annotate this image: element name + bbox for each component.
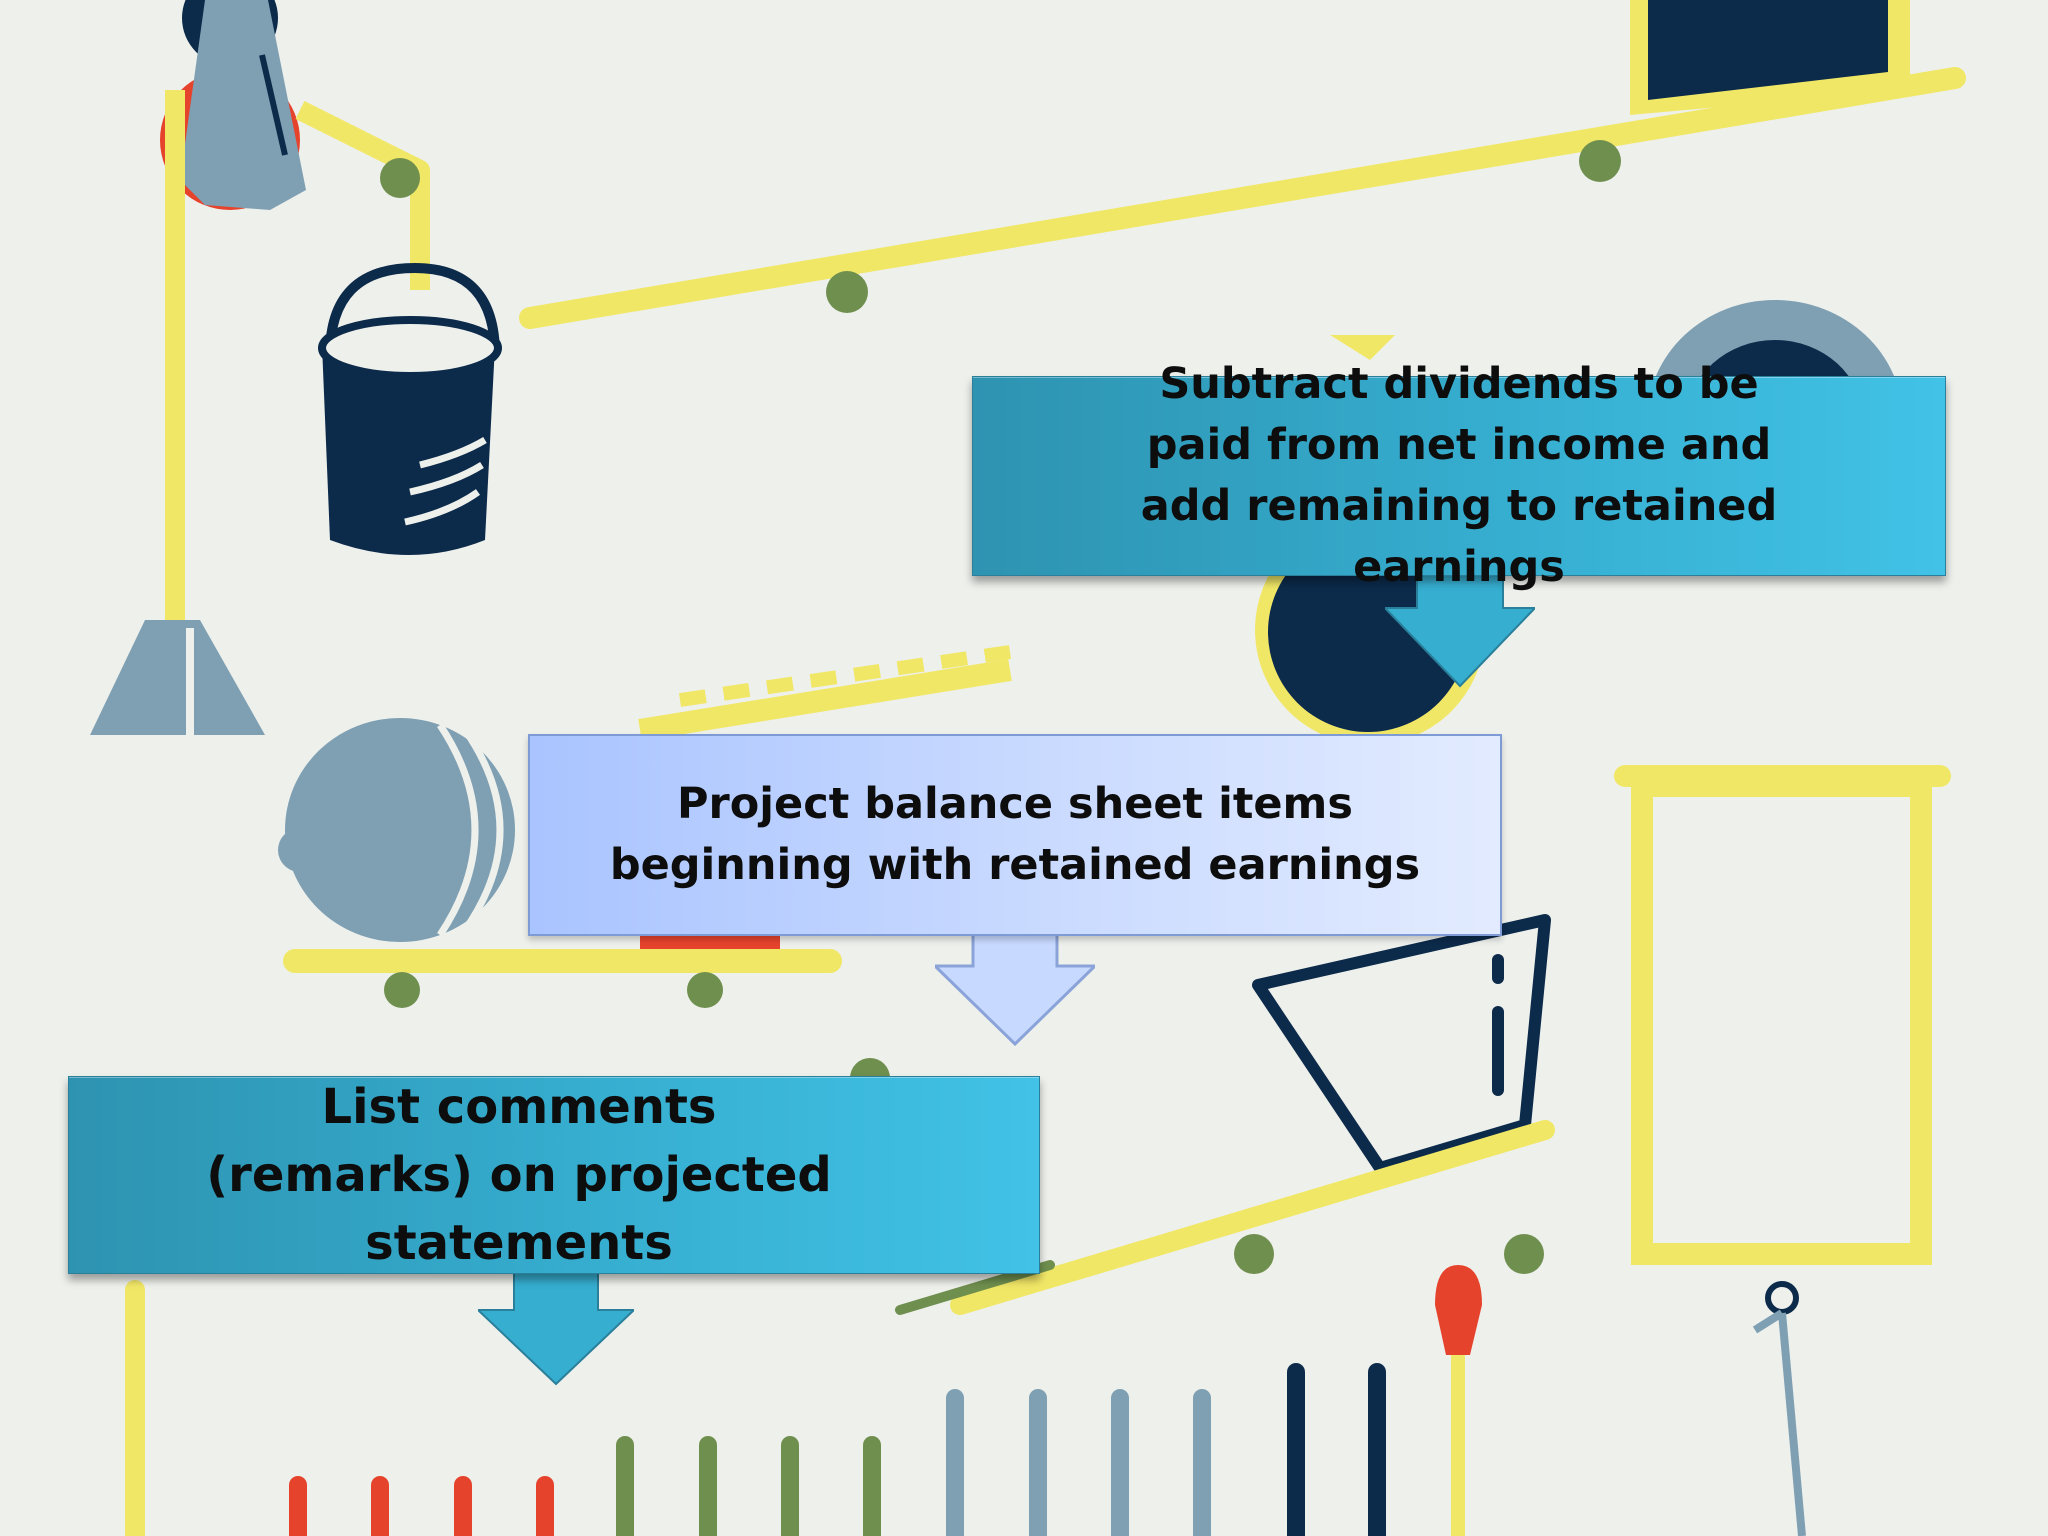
- step-project-text: Project balance sheet items beginning wi…: [609, 779, 1421, 890]
- seesaw-beam: [519, 0, 1966, 329]
- bucket-icon: [318, 262, 502, 555]
- pulley-icon: [90, 0, 430, 765]
- peg-row-icon: [125, 1265, 1482, 1536]
- step-comments-box: List comments (remarks) on projected sta…: [68, 1076, 1040, 1274]
- arrow-down-icon: [935, 932, 1095, 1046]
- step-dividends-text: Subtract dividends to be paid from net i…: [1140, 359, 1778, 592]
- frame-icon: [1614, 765, 1951, 1536]
- step-dividends-box: Subtract dividends to be paid from net i…: [972, 359, 1946, 592]
- step-project-box: Project balance sheet items beginning wi…: [528, 734, 1502, 936]
- light-bulb-icon: [278, 645, 1012, 942]
- step-comments-text: List comments (remarks) on projected sta…: [206, 1079, 832, 1271]
- measuring-cup-icon: [1252, 914, 1551, 1174]
- arrow-down-icon: [478, 1266, 634, 1386]
